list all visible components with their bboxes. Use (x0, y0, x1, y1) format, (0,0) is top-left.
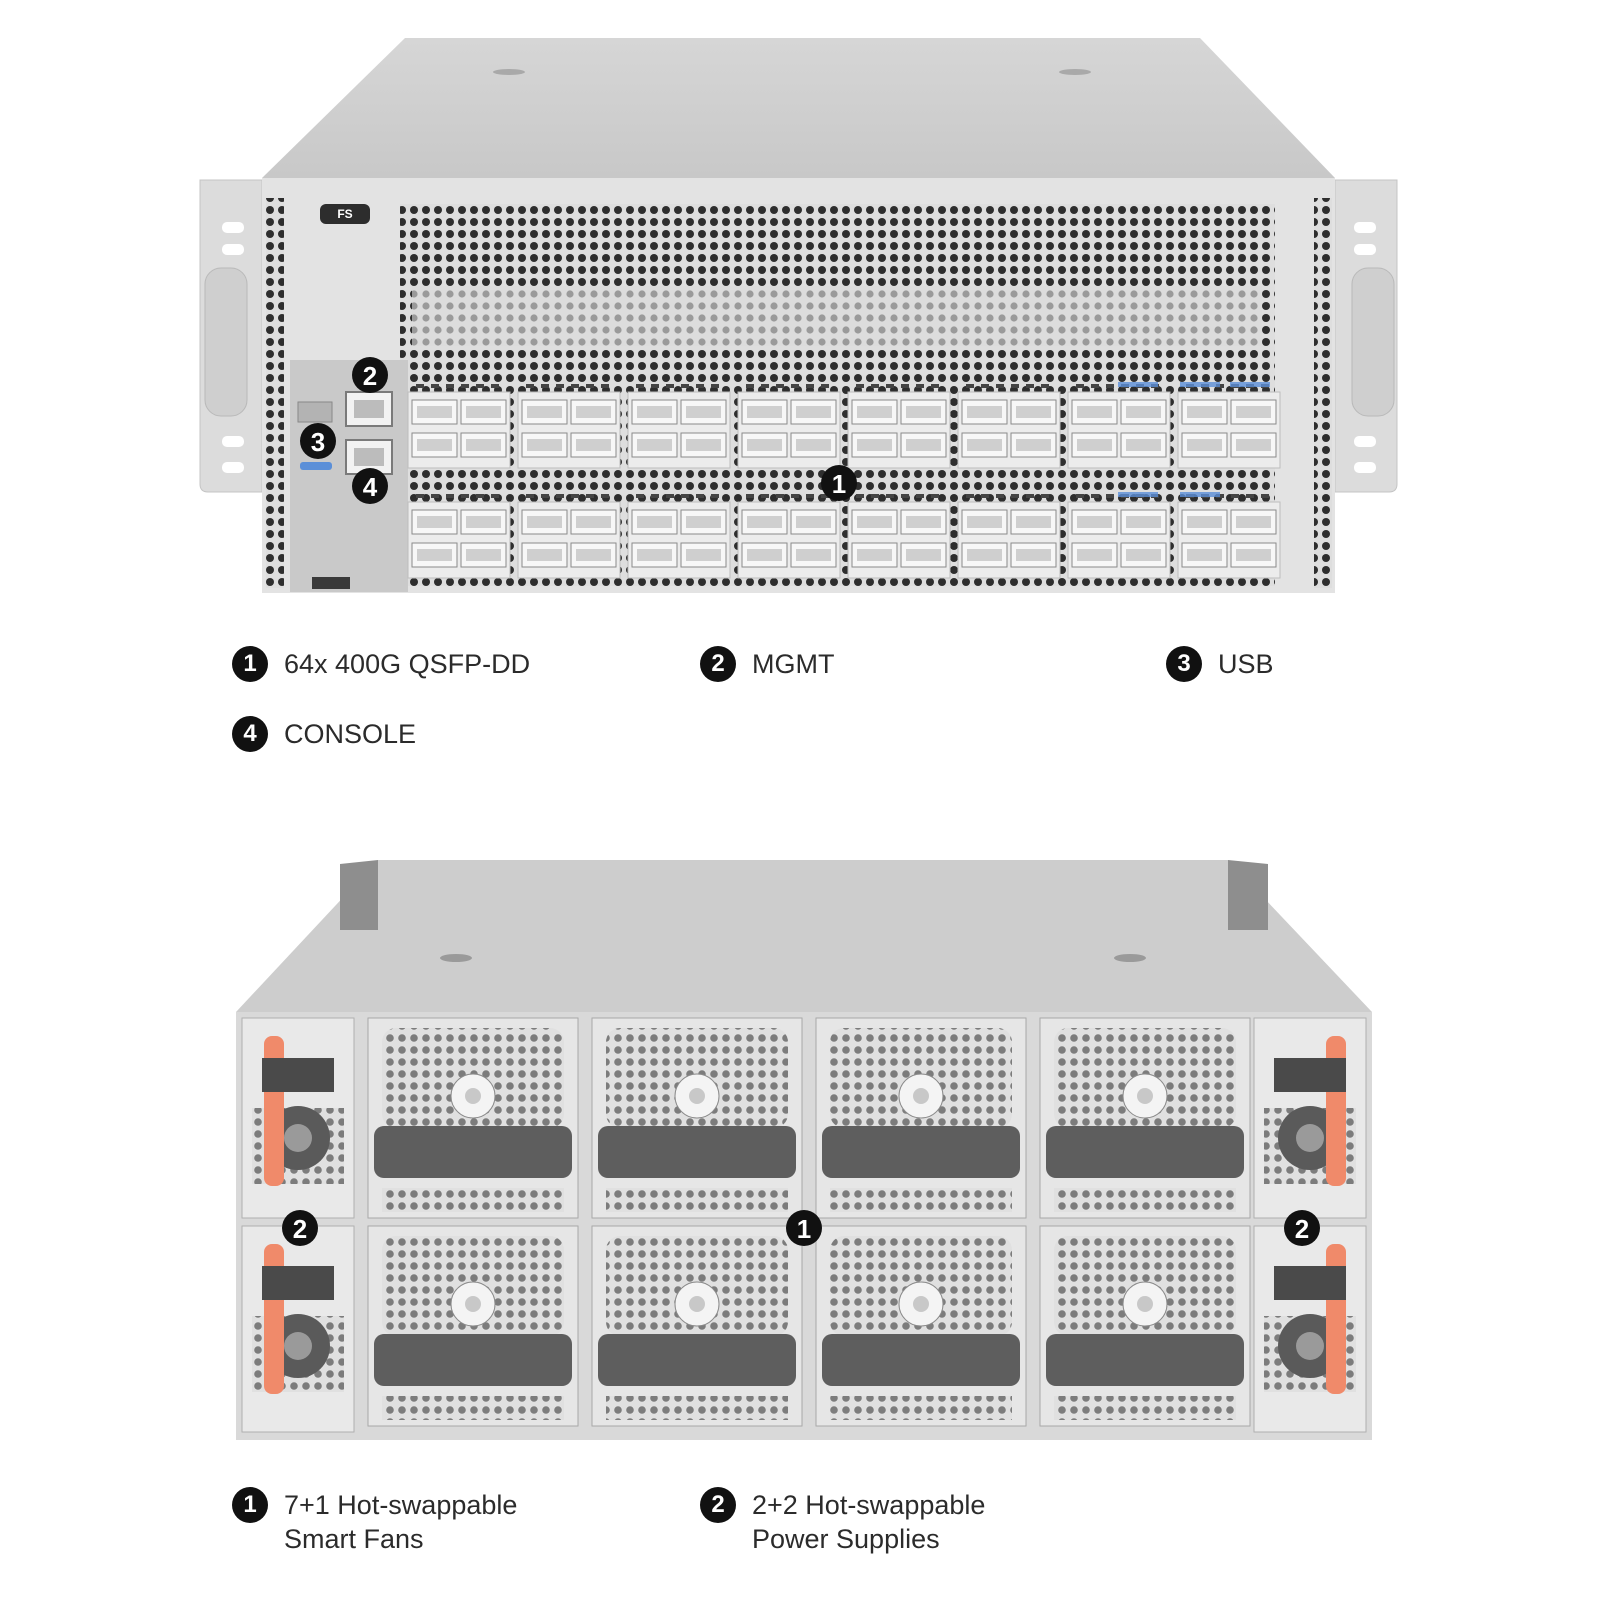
svg-text:2: 2 (293, 1214, 307, 1244)
fan-handle[interactable] (822, 1126, 1020, 1178)
fan-handle[interactable] (598, 1126, 796, 1178)
rear-callout-2-left: 2 (282, 1210, 318, 1246)
front-legend-usb: 3 USB (1166, 646, 1274, 682)
front-callout-3: 3 (300, 423, 336, 459)
front-callout-2: 2 (352, 357, 388, 393)
front-callout-4: 4 (352, 468, 388, 504)
right-rack-ear (1334, 179, 1398, 493)
left-rack-ear (199, 179, 263, 493)
fan-handle[interactable] (374, 1334, 572, 1386)
fan-handle[interactable] (374, 1126, 572, 1178)
rear-legend-fans: 1 7+1 Hot-swappable Smart Fans (232, 1487, 518, 1556)
legend-label: 64x 400G QSFP-DD (284, 649, 531, 679)
rear-view-illustration: 1 2 2 (236, 860, 1372, 1440)
front-view-illustration: FS 1 2 3 4 (199, 38, 1398, 593)
rear-chassis-top (236, 860, 1372, 1012)
fs-logo: FS (320, 204, 370, 224)
fan-handle[interactable] (1046, 1334, 1244, 1386)
svg-text:3: 3 (311, 427, 325, 457)
rear-legend-psus: 2 2+2 Hot-swappable Power Supplies (700, 1487, 986, 1556)
fan-handle[interactable] (822, 1334, 1020, 1386)
svg-text:2: 2 (1295, 1214, 1309, 1244)
legend-badge: 3 (1166, 646, 1202, 682)
rear-callout-1: 1 (786, 1210, 822, 1246)
power-supply-bays (241, 1017, 1367, 1433)
legend-badge: 1 (232, 646, 268, 682)
qsfp-dd-port-grid (407, 382, 1281, 579)
legend-label: MGMT (752, 649, 835, 679)
legend-badge: 2 (700, 1487, 736, 1523)
legend-label: USB (1218, 649, 1274, 679)
legend-badge: 2 (700, 646, 736, 682)
svg-text:4: 4 (363, 472, 378, 502)
svg-text:1: 1 (797, 1214, 811, 1244)
svg-text:FS: FS (337, 207, 352, 221)
svg-text:1: 1 (832, 469, 846, 499)
front-legend-console: 4 CONSOLE (232, 716, 417, 752)
fan-module-bays (367, 1017, 1251, 1427)
legend-label: 2+2 Hot-swappable Power Supplies (752, 1490, 986, 1554)
fan-handle[interactable] (598, 1334, 796, 1386)
mgmt-port[interactable] (345, 391, 393, 427)
front-legend-qsfp: 1 64x 400G QSFP-DD (232, 646, 531, 682)
front-callout-1: 1 (821, 465, 857, 501)
legend-label: 7+1 Hot-swappable Smart Fans (284, 1490, 518, 1554)
front-legend-mgmt: 2 MGMT (700, 646, 835, 682)
legend-badge: 4 (232, 716, 268, 752)
svg-text:2: 2 (363, 361, 377, 391)
rear-callout-2-right: 2 (1284, 1210, 1320, 1246)
chassis-top (262, 38, 1335, 178)
legend-badge: 1 (232, 1487, 268, 1523)
fan-handle[interactable] (1046, 1126, 1244, 1178)
legend-label: CONSOLE (284, 719, 417, 749)
